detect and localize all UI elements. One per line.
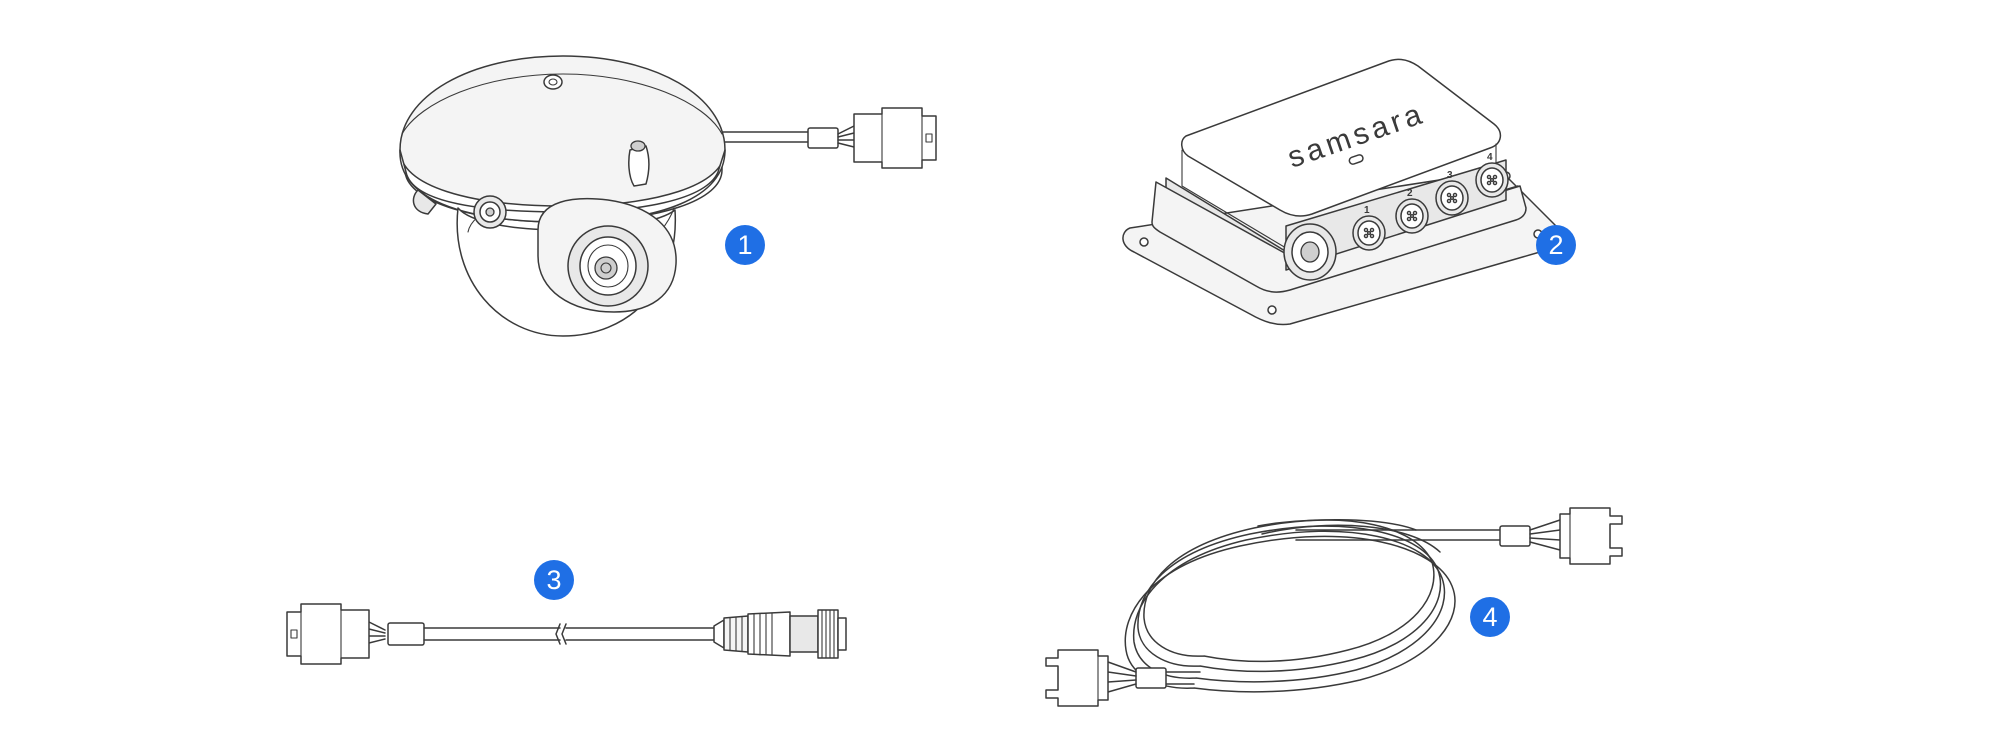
callout-number-4: 4 <box>1482 602 1497 632</box>
port-label-4: 4 <box>1487 152 1493 163</box>
gateway-device-illustration: 1 2 3 4 samsara <box>1122 58 1560 326</box>
callout-badge-2: 2 <box>1536 225 1576 265</box>
callout-badge-4: 4 <box>1470 597 1510 637</box>
callout-badge-1: 1 <box>725 225 765 265</box>
extension-cable-illustration <box>287 604 847 664</box>
callout-number-3: 3 <box>546 565 561 595</box>
port-label-1: 1 <box>1364 205 1370 216</box>
callout-number-1: 1 <box>737 230 752 260</box>
port-label-3: 3 <box>1447 170 1453 181</box>
callout-number-2: 2 <box>1548 230 1563 260</box>
port-label-2: 2 <box>1407 188 1413 199</box>
callout-badge-3: 3 <box>534 560 574 600</box>
coiled-cable-illustration <box>1045 507 1623 707</box>
dome-camera-illustration <box>399 55 937 337</box>
